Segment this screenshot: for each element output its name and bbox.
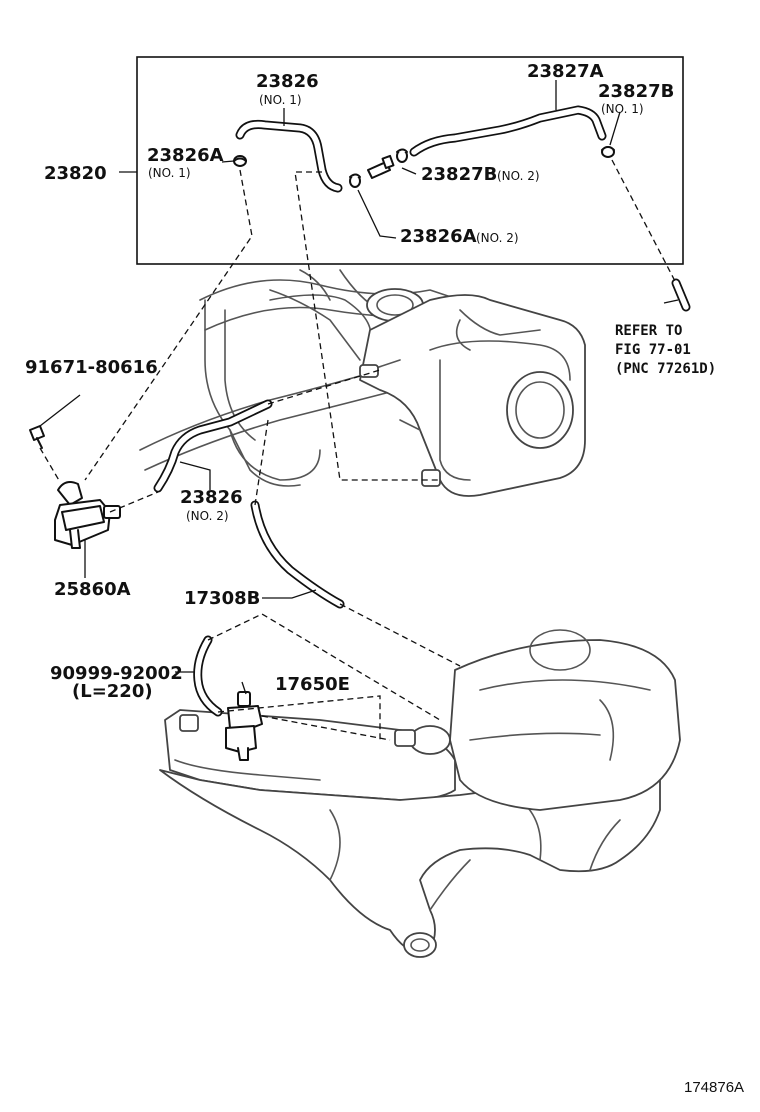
label-23827b-no2-sub: (NO. 2) xyxy=(497,169,540,183)
label-17650e: 17650E xyxy=(275,674,350,695)
label-23826-no1-sub: (NO. 1) xyxy=(259,93,302,107)
label-23826a-no1-sub: (NO. 1) xyxy=(148,166,191,180)
figure-number: 174876A xyxy=(684,1079,744,1096)
label-90999-92002: 90999-92002 xyxy=(50,663,183,684)
clamp-23827b-no2 xyxy=(396,148,408,163)
hose-23826-no2 xyxy=(153,399,273,493)
hose-90999-92002 xyxy=(193,635,223,717)
label-91671-80616: 91671-80616 xyxy=(25,357,158,378)
label-23827b-no2: 23827B xyxy=(421,164,497,185)
label-refer-line1: REFER TO xyxy=(615,323,682,339)
connector-pipe xyxy=(367,154,395,179)
hose-17308b xyxy=(250,500,345,609)
hose-kit-frame xyxy=(136,56,684,265)
label-23826-no2-sub: (NO. 2) xyxy=(186,509,229,523)
leader-lines xyxy=(39,80,621,695)
label-refer-line3: (PNC 77261D) xyxy=(615,361,716,377)
refer-hose-stub xyxy=(663,278,691,312)
label-23827b-no1-sub: (NO. 1) xyxy=(601,102,644,116)
vsv-17650e xyxy=(225,691,263,761)
part-labels: 23820 23826 (NO. 1) 23826A (NO. 1) 23827… xyxy=(25,61,744,1096)
bolt-91671-80616 xyxy=(29,425,45,449)
label-23826a-no2: 23826A xyxy=(400,226,477,247)
label-17308b: 17308B xyxy=(184,588,260,609)
label-23820: 23820 xyxy=(44,163,107,184)
hose-23826-no1 xyxy=(235,120,343,193)
label-23826a-no1: 23826A xyxy=(147,145,224,166)
lower-manifold-ghost xyxy=(159,629,681,958)
hose-23827a xyxy=(409,105,607,157)
label-23826-no1: 23826 xyxy=(256,71,319,92)
intake-assembly-ghost xyxy=(139,269,586,497)
label-23826-no2: 23826 xyxy=(180,487,243,508)
label-23827b-no1: 23827B xyxy=(598,81,674,102)
label-90999-92002-sub: (L=220) xyxy=(72,681,153,702)
label-23827a: 23827A xyxy=(527,61,604,82)
assembly-dashed-lines xyxy=(39,159,677,741)
vsv-25860a xyxy=(54,481,121,549)
label-25860a: 25860A xyxy=(54,579,131,600)
clamp-23827b-no1 xyxy=(601,146,615,158)
label-23826a-no2-sub: (NO. 2) xyxy=(476,231,519,245)
label-refer-line2: FIG 77-01 xyxy=(615,342,691,358)
clamp-23826a-no1 xyxy=(233,155,247,167)
clamp-23826a-no2 xyxy=(349,173,361,188)
